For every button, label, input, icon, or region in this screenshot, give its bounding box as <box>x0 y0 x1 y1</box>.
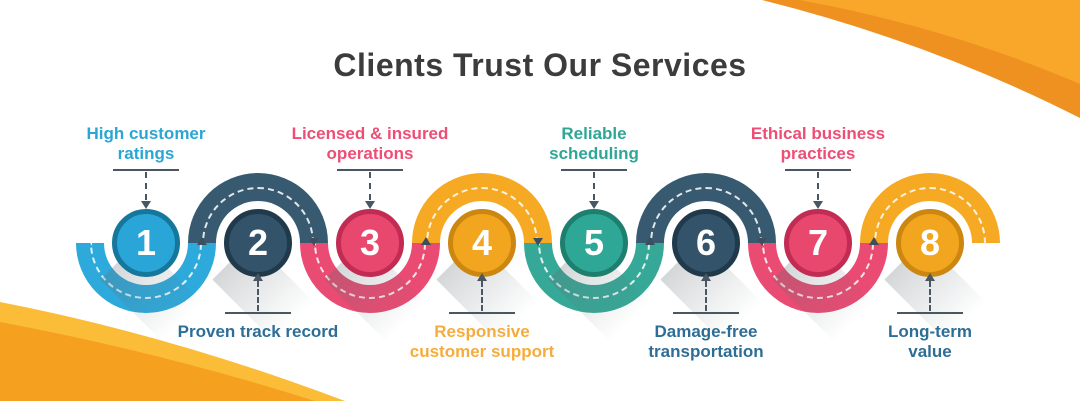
step-label: Ethical business practices <box>708 110 928 164</box>
label-line-2: ratings <box>117 143 175 163</box>
arrowhead-icon <box>365 201 375 209</box>
swoosh-bottom-left-main <box>0 322 315 401</box>
label-line-1: Responsive <box>434 322 530 341</box>
swoosh-top-right-main <box>800 0 1080 84</box>
label-rule-line <box>561 169 627 171</box>
label-line-1: Ethical business <box>750 123 886 143</box>
step-label: Licensed & insured operations <box>260 110 480 164</box>
step-circle: 4 <box>448 209 516 277</box>
label-rule-line <box>673 312 739 314</box>
page-title: Clients Trust Our Services <box>333 47 747 84</box>
label-line-1: High customer <box>86 123 206 143</box>
dashed-connector <box>257 281 259 311</box>
dashed-connector <box>593 172 595 200</box>
label-rule-line <box>785 169 851 171</box>
label-line-2: practices <box>780 143 856 163</box>
arrowhead-icon <box>701 273 711 281</box>
flow-arrow-up-icon <box>197 237 207 245</box>
label-line-1: Licensed & insured <box>291 123 449 143</box>
arrowhead-icon <box>925 273 935 281</box>
label-line-2: transportation <box>648 342 764 362</box>
step-number: 8 <box>919 222 941 263</box>
label-line-2: customer support <box>409 342 555 362</box>
label-rule-line <box>897 312 963 314</box>
step-number: 3 <box>359 222 381 263</box>
flow-arrow-down-icon <box>757 238 767 246</box>
flow-arrow-down-icon <box>309 238 319 246</box>
step-label: Responsive customer support <box>372 322 592 362</box>
label-line-2: operations <box>326 143 414 163</box>
dashed-connector <box>145 172 147 200</box>
step-label: Reliable scheduling <box>484 110 704 164</box>
arrowhead-icon <box>253 273 263 281</box>
label-line-1: Proven track record <box>177 322 339 341</box>
step-number: 6 <box>695 222 717 263</box>
step-circle: 1 <box>112 209 180 277</box>
step-label: Long-term value <box>820 322 1040 362</box>
step-label: High customer ratings <box>36 110 256 164</box>
step-number: 7 <box>807 222 829 263</box>
step-circle: 2 <box>224 209 292 277</box>
arrowhead-icon <box>813 201 823 209</box>
dashed-connector <box>705 281 707 311</box>
step-number: 2 <box>247 222 269 263</box>
flow-arrow-up-icon <box>421 237 431 245</box>
label-line-2: value <box>908 342 952 362</box>
label-rule-line <box>113 169 179 171</box>
arrowhead-icon <box>141 201 151 209</box>
arrowhead-icon <box>477 273 487 281</box>
step-circle: 8 <box>896 209 964 277</box>
step-circle: 7 <box>784 209 852 277</box>
step-label: Proven track record <box>148 322 368 342</box>
label-rule-line <box>337 169 403 171</box>
dashed-connector <box>369 172 371 200</box>
label-rule-line <box>449 312 515 314</box>
step-circle: 3 <box>336 209 404 277</box>
arrowhead-icon <box>589 201 599 209</box>
step-number: 5 <box>583 222 605 263</box>
label-rule-line <box>225 312 291 314</box>
step-number: 4 <box>471 222 493 263</box>
flow-arrow-down-icon <box>533 238 543 246</box>
step-circle: 6 <box>672 209 740 277</box>
label-line-1: Long-term <box>887 322 973 341</box>
flow-arrow-up-icon <box>869 237 879 245</box>
dashed-connector <box>481 281 483 311</box>
label-line-2: scheduling <box>549 143 639 163</box>
label-line-1: Reliable <box>561 123 627 143</box>
dashed-connector <box>817 172 819 200</box>
step-label: Damage-free transportation <box>596 322 816 362</box>
label-line-1: Damage-free <box>654 322 758 341</box>
flow-arrow-up-icon <box>645 237 655 245</box>
dashed-connector <box>929 281 931 311</box>
step-number: 1 <box>135 222 157 263</box>
step-circle: 5 <box>560 209 628 277</box>
